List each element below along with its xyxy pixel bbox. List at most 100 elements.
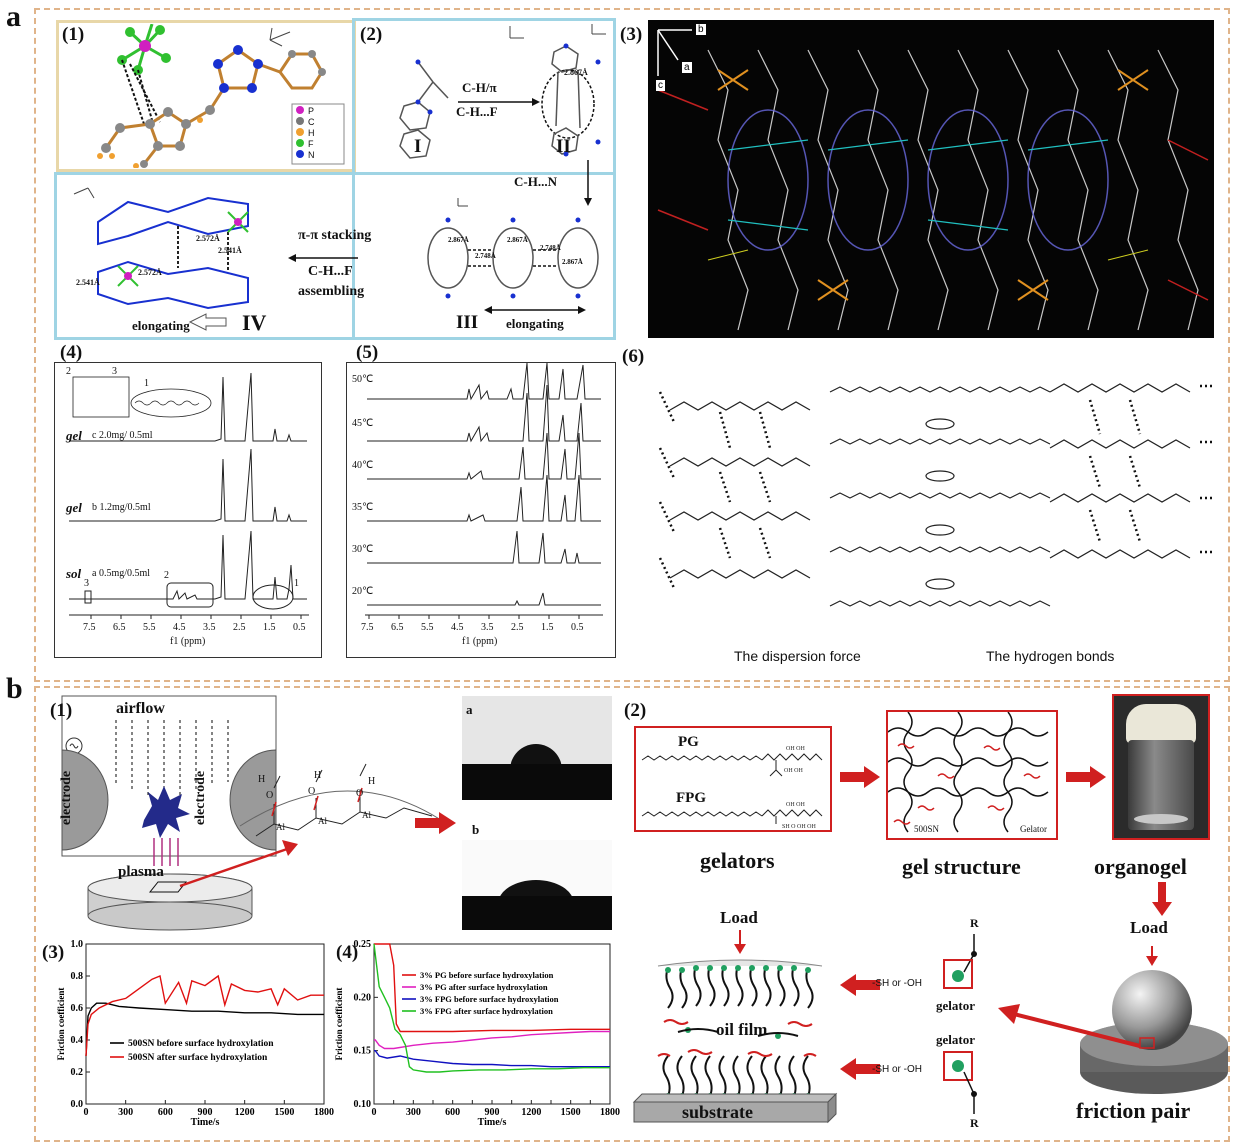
friction-pair-label: friction pair (1076, 1098, 1191, 1123)
arrow-left-icon (840, 974, 880, 996)
svg-text:OH OH: OH OH (784, 768, 803, 774)
crystal-packing-graphic (657, 29, 1209, 331)
legend-n: N (296, 150, 344, 161)
step3-label-assembling: assembling (298, 284, 365, 299)
nmr-concentration-spectra (69, 372, 309, 619)
y-tick-label: 0.4 (71, 1035, 84, 1046)
elongating-label-iii: elongating (506, 316, 564, 331)
substrate-label: substrate (682, 1102, 753, 1122)
series-line (85, 974, 324, 1057)
legend-gelator: Gelator (1020, 824, 1047, 834)
panel-a3-number: (3) (620, 24, 643, 45)
mol-label-ii: II (556, 136, 571, 157)
legend-dispersion-force: The dispersion force (734, 648, 861, 664)
gel-structure-box (886, 710, 1058, 840)
y-tick-label: 0.10 (354, 1099, 372, 1110)
svg-text:OH OH: OH OH (786, 746, 805, 752)
axis-label-a: a (682, 62, 692, 73)
group-label: Al (362, 810, 371, 820)
group-label: H (258, 774, 266, 785)
organogel-vial-photo (1112, 694, 1210, 840)
x-tick-label: 1200 (521, 1107, 541, 1118)
nmr-trace-state: gel (66, 428, 82, 443)
group-label: Al (276, 822, 285, 832)
photo-b-label: b (472, 822, 480, 837)
arrow-shaft (1158, 882, 1166, 904)
y-tick-label: 0.20 (354, 992, 372, 1003)
load-label: Load (720, 908, 758, 927)
series-line (374, 1049, 610, 1068)
legend-label: 3% FPG before surface hydroxylation (420, 994, 559, 1004)
tick-label: 1.5 (263, 622, 276, 633)
tick-label: 5.5 (143, 622, 156, 633)
panel-a1-number: (1) (62, 24, 85, 45)
x-tick-label: 300 (118, 1107, 133, 1118)
section-letter-a: a (6, 0, 21, 33)
legend-c: C (296, 117, 344, 128)
legend-swatch-h (296, 128, 304, 136)
distance-label: 2.572Å (138, 268, 162, 277)
gel-structure-label: gel structure (902, 854, 1021, 879)
legend-f: F (296, 139, 344, 150)
friction-pair-graphic (1080, 946, 1228, 1094)
gelators-label: gelators (700, 848, 775, 873)
tick-label: 4.5 (173, 622, 186, 633)
load-label-ball: Load (1130, 918, 1168, 937)
plasma-label: plasma (118, 864, 164, 880)
legend-swatch-c (296, 117, 304, 125)
arrow-shaft (840, 772, 866, 782)
tick-label: 4.5 (451, 622, 464, 633)
struct-label-3: 3 (112, 366, 117, 377)
tick-label: 0.5 (571, 622, 584, 633)
sh-oh-label-top: -SH or -OH (872, 978, 922, 989)
svg-text:SH O OH OH: SH O OH OH (782, 824, 817, 830)
legend-hydrogen-bonds: The hydrogen bonds (986, 648, 1115, 664)
x-tick-label: 600 (158, 1107, 173, 1118)
nmr-trace-label: c 2.0mg/ 0.5ml (92, 430, 153, 441)
panel-a4-number: (4) (60, 342, 83, 363)
panel-a3-crystal-packing (648, 20, 1214, 338)
distance-label: 2.541Å (218, 246, 242, 255)
tick-label: 3.5 (481, 622, 494, 633)
tick-label: 1.5 (541, 622, 554, 633)
tick-label: 6.5 (113, 622, 126, 633)
tick-label: 7.5 (83, 622, 96, 633)
temp-label: 20℃ (352, 586, 374, 597)
plot-area (373, 943, 611, 1105)
distance-label: 2.748Å (475, 252, 496, 260)
series-line (373, 943, 610, 1073)
vial-meniscus (1134, 814, 1188, 824)
x-tick-label: 300 (406, 1107, 421, 1118)
y-axis-label: Friction coefficient (56, 988, 66, 1061)
axis-label-c: c (656, 80, 665, 91)
arrow-head (840, 1058, 856, 1080)
tick-label: 0.5 (293, 622, 306, 633)
x-axis-label: Time/s (478, 1117, 507, 1128)
panel-a5-nmr-frame (346, 362, 616, 658)
y-axis-label: Friction coefficient (334, 988, 344, 1061)
temp-label: 50℃ (352, 374, 374, 385)
y-tick-label: 0.25 (354, 939, 372, 950)
step1-label-ch-f: C-H...F (456, 104, 498, 119)
baseline-b (462, 896, 612, 930)
group-label: H (314, 770, 322, 781)
nmr4-xlabel: f1 (ppm) (170, 636, 206, 647)
axis-label-b: b (696, 24, 706, 35)
legend-500sn: 500SN (914, 824, 940, 834)
x-tick-label: 1200 (235, 1107, 255, 1118)
distance-label: 2.572Å (196, 234, 220, 243)
temp-label: 40℃ (352, 460, 374, 471)
legend-swatch-f (296, 139, 304, 147)
panel-a4-nmr-frame (54, 362, 322, 658)
y-tick-label: 0.15 (354, 1046, 372, 1057)
panel-b2-number: (2) (624, 700, 647, 721)
arrow-right-icon (840, 766, 880, 788)
legend-label: 3% FPG after surface hydroxylation (420, 1006, 553, 1016)
series-line (374, 943, 610, 1033)
legend-label: 3% PG before surface hydroxylation (420, 970, 554, 980)
section-a-frame (34, 8, 1230, 682)
arrow-head (864, 766, 880, 788)
